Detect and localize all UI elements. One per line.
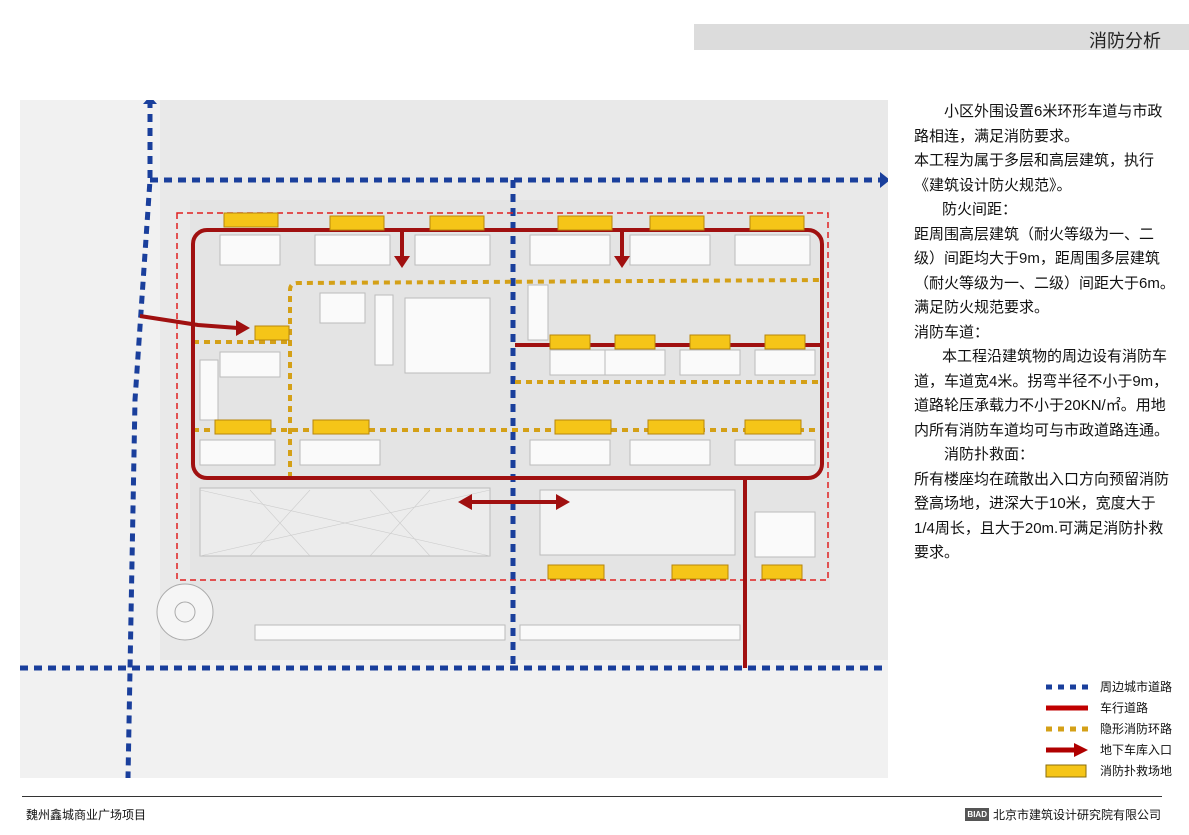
legend-item-garage-entrance: 地下车库入口 — [1044, 739, 1172, 760]
desc-heading-spacing: 防火间距： — [942, 201, 1018, 218]
desc-para-fire-lane: 本工程沿建筑物的周边设有消防车道，车道宽4米。拐弯半径不小于9m，道路轮压承载力… — [914, 348, 1170, 439]
site-plan-map — [20, 100, 888, 778]
title-bar: 消防分析 — [694, 24, 1189, 51]
footer-divider — [22, 796, 1162, 797]
red-arrow-icon — [1046, 742, 1088, 757]
desc-para-perimeter: 小区外围设置6米环形车道与市政路相连，满足消防要求。 — [914, 103, 1163, 145]
legend-item-hidden-fire-loop: 隐形消防环路 — [1044, 718, 1172, 739]
blue-dotted-line-icon — [1046, 684, 1088, 689]
company-logo: BIAD — [965, 808, 989, 821]
gold-dotted-line-icon — [1046, 726, 1088, 731]
desc-para-rescue: 所有楼座均在疏散出入口方向预留消防登高场地，进深大于10米，宽度大于1/4周长，… — [914, 470, 1170, 562]
legend-item-rescue-area: 消防扑救场地 — [1044, 760, 1172, 781]
red-line-icon — [1046, 705, 1088, 710]
fire-analysis-description: 小区外围设置6米环形车道与市政路相连，满足消防要求。 本工程为属于多层和高层建筑… — [914, 100, 1176, 566]
legend-item-vehicle-road: 车行道路 — [1044, 697, 1172, 718]
desc-para-code: 本工程为属于多层和高层建筑，执行《建筑设计防火规范》。 — [914, 152, 1155, 194]
desc-para-spacing: 距周围高层建筑（耐火等级为一、二级）间距均大于9m，距周围多层建筑（耐火等级为一… — [914, 225, 1175, 317]
legend: 周边城市道路 车行道路 隐形消防环路 地下车库入口 消防扑救场地 — [1044, 676, 1172, 781]
project-name: 魏州鑫城商业广场项目 — [26, 808, 147, 822]
yellow-box-icon — [1045, 764, 1087, 777]
desc-heading-rescue: 消防扑救面： — [944, 446, 1035, 463]
legend-item-city-road: 周边城市道路 — [1044, 676, 1172, 697]
desc-heading-fire-lane: 消防车道： — [914, 323, 990, 341]
company-name: 北京市建筑设计研究院有限公司 — [992, 808, 1161, 822]
page-title: 消防分析 — [1089, 31, 1161, 51]
